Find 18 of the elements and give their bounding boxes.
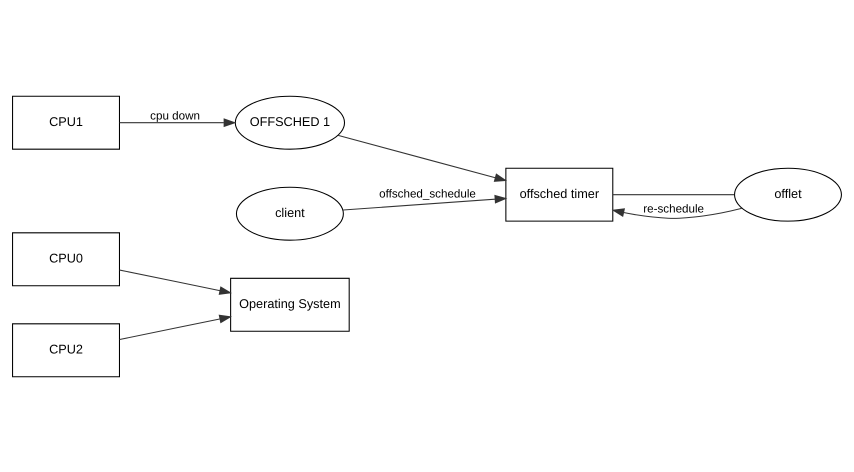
node-box: CPU1 <box>12 95 120 150</box>
node-ellipse: offlet <box>734 167 842 222</box>
edge-label: cpu down <box>150 108 200 122</box>
node-ellipse: client <box>236 186 344 240</box>
arrow <box>120 118 236 127</box>
arrow <box>120 269 232 294</box>
node-box: CPU0 <box>12 232 120 286</box>
edge-label: offsched_schedule <box>379 187 476 200</box>
node-box: Operating System <box>230 277 350 332</box>
node-ellipse: OFFSCHED 1 <box>234 95 346 150</box>
edge-label: re-schedule <box>643 202 704 215</box>
arrow <box>338 134 508 182</box>
connector <box>612 194 734 195</box>
arrow <box>343 194 508 210</box>
arrow <box>612 207 742 218</box>
arrow <box>120 314 232 340</box>
node-box: CPU2 <box>12 322 120 377</box>
node-box: offsched timer <box>505 167 614 222</box>
